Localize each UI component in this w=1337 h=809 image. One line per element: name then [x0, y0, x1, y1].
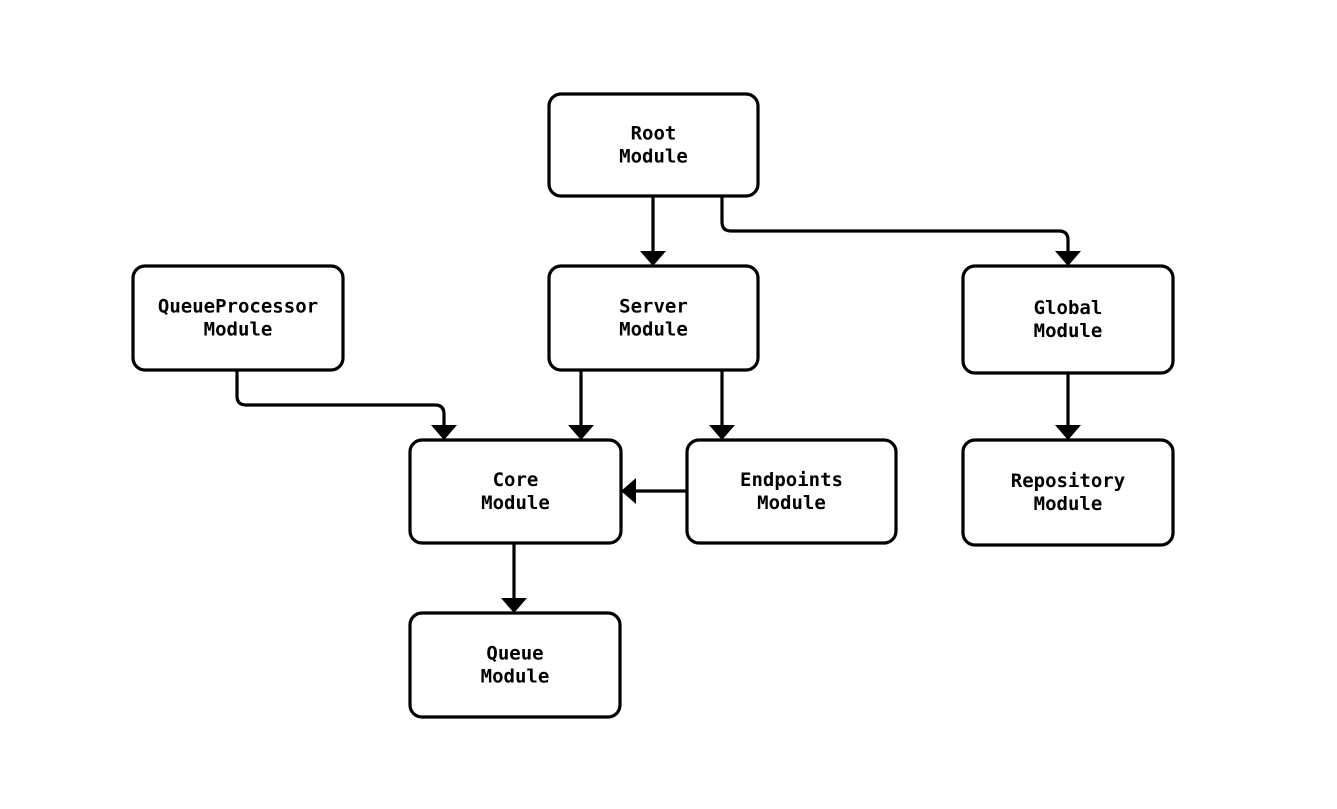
endpoints-module-label-line1: Endpoints — [740, 469, 843, 491]
global-module-label-line1: Global — [1034, 297, 1103, 319]
edge-queueprocessor-to-core-arrowhead-icon — [431, 425, 457, 440]
edge-core-to-queue-arrowhead-icon — [501, 598, 527, 613]
edge-global-to-repository-arrowhead-icon — [1055, 425, 1081, 440]
queue-module-box[interactable] — [408, 611, 622, 719]
endpoints-module-box[interactable] — [685, 438, 898, 545]
server-module-box[interactable] — [547, 264, 760, 372]
root-module-label-line2: Module — [619, 146, 688, 168]
edge-server-to-core — [568, 370, 594, 440]
queue-module-label-line2: Module — [481, 666, 550, 688]
edge-server-to-core-arrowhead-icon — [568, 425, 594, 440]
edge-server-to-endpoints — [709, 370, 735, 440]
queueprocessor-module-box[interactable] — [131, 264, 345, 372]
edge-core-to-queue — [501, 543, 527, 613]
edge-root-to-global — [720, 196, 1081, 266]
edge-queueprocessor-to-core — [235, 370, 457, 440]
repository-module-label-line1: Repository — [1011, 470, 1125, 492]
queueprocessor-module-label-line1: QueueProcessor — [158, 296, 318, 318]
edge-root-to-global-line — [720, 196, 1070, 255]
queueprocessor-module-label-line2: Module — [204, 319, 273, 341]
root-module-box[interactable] — [547, 92, 760, 198]
endpoints-module-label-line2: Module — [757, 492, 826, 514]
edges-layer — [235, 196, 1081, 613]
queue-module-label-line1: Queue — [486, 643, 543, 665]
edge-root-to-server-arrowhead-icon — [640, 251, 666, 266]
core-module-box[interactable] — [408, 438, 623, 545]
edge-server-to-endpoints-arrowhead-icon — [709, 425, 735, 440]
nodes-layer: RootModuleQueueProcessorModuleServerModu… — [131, 92, 1175, 719]
server-module-label-line2: Module — [619, 319, 688, 341]
edge-global-to-repository — [1055, 373, 1081, 440]
core-module-label-line2: Module — [481, 492, 550, 514]
server-module-label-line1: Server — [619, 296, 688, 318]
repository-module-label-line2: Module — [1034, 493, 1103, 515]
repository-module-box[interactable] — [961, 438, 1175, 547]
edge-endpoints-to-core — [621, 478, 687, 504]
edge-queueprocessor-to-core-line — [235, 370, 446, 429]
global-module-label-line2: Module — [1034, 320, 1103, 342]
edge-root-to-global-arrowhead-icon — [1055, 251, 1081, 266]
edge-root-to-server — [640, 196, 666, 266]
root-module-label-line1: Root — [631, 123, 677, 145]
global-module-box[interactable] — [961, 264, 1175, 375]
core-module-label-line1: Core — [493, 469, 539, 491]
edge-endpoints-to-core-arrowhead-icon — [621, 478, 636, 504]
